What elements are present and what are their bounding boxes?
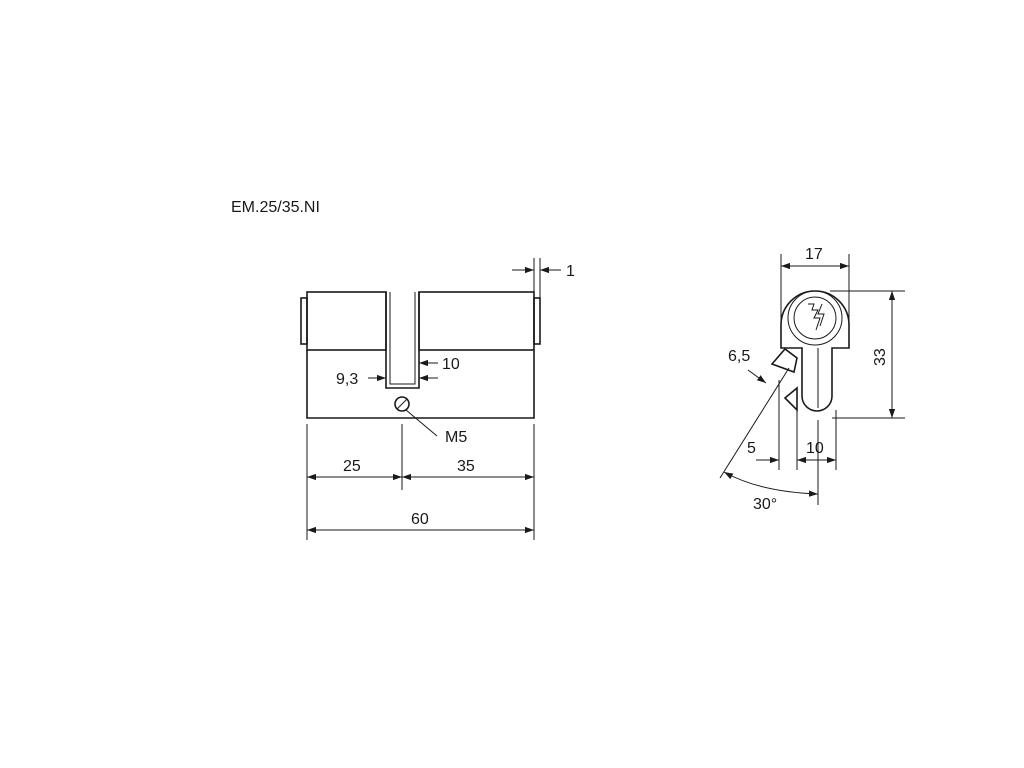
side-view: 1 10 9,3 M5 25 35 60 bbox=[300, 258, 575, 540]
angle-line bbox=[719, 367, 790, 479]
dim-total-label: 60 bbox=[411, 511, 429, 528]
dim-lower-width-label: 10 bbox=[806, 440, 824, 457]
dim-left-label: 25 bbox=[343, 458, 361, 475]
screw-slot bbox=[396, 398, 408, 410]
end-view: 17 33 6,5 5 10 30° bbox=[719, 246, 905, 513]
right-end-cap bbox=[533, 297, 541, 345]
cam-outer bbox=[385, 350, 420, 389]
keyway-icon bbox=[808, 303, 821, 331]
dim-offset-label: 5 bbox=[747, 440, 756, 457]
dim-height-label: 33 bbox=[872, 348, 889, 366]
cam-inner bbox=[389, 350, 416, 385]
left-end-cap bbox=[300, 297, 308, 345]
dim-cam-width-label: 10 bbox=[442, 356, 460, 373]
cam-slot-inner bbox=[389, 292, 416, 350]
cam-slot-edges bbox=[385, 292, 420, 350]
screw-leader bbox=[405, 409, 438, 437]
plug-face bbox=[793, 296, 837, 340]
dim-right-label: 35 bbox=[457, 458, 475, 475]
lower-body bbox=[306, 350, 535, 419]
angle-arc bbox=[723, 471, 819, 497]
model-code-label: EM.25/35.NI bbox=[231, 199, 320, 216]
plug-ring bbox=[787, 290, 843, 346]
screw-hole-icon bbox=[394, 396, 410, 412]
cam-tilted bbox=[770, 347, 798, 374]
dim-cam-offset-label: 1 bbox=[566, 263, 575, 280]
dim-angle-label: 30° bbox=[753, 496, 777, 513]
dim-arrow bbox=[747, 369, 767, 384]
left-plug-body bbox=[306, 291, 387, 351]
screw-label: M5 bbox=[445, 429, 467, 446]
keyway-icon bbox=[817, 303, 825, 327]
dim-cam-slot-label: 9,3 bbox=[336, 371, 358, 388]
right-plug-body bbox=[418, 291, 535, 351]
cam-lower bbox=[783, 386, 798, 412]
dim-width-label: 17 bbox=[805, 246, 823, 263]
dim-cam-thickness-label: 6,5 bbox=[728, 348, 750, 365]
